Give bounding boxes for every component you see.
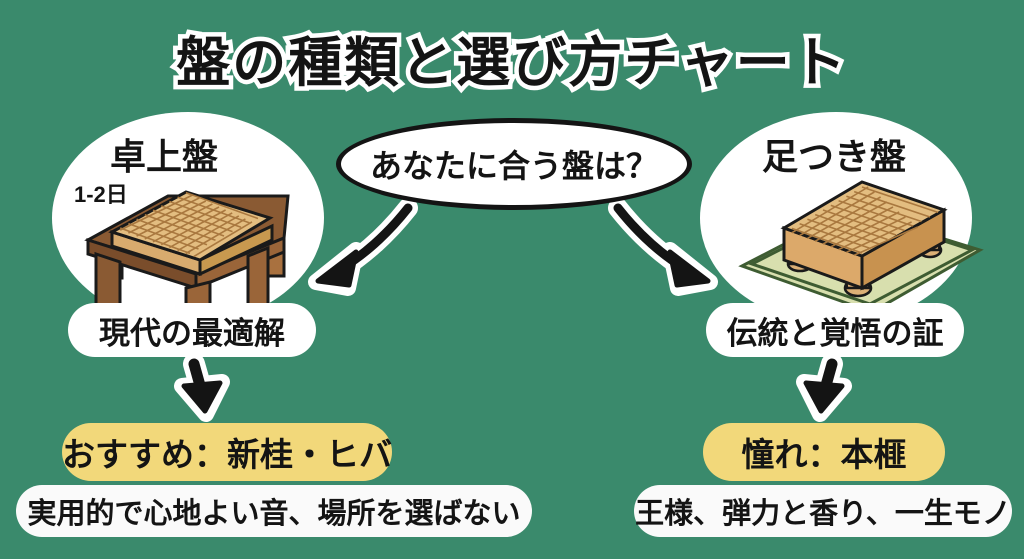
page-title: 盤の種類と選び方チャート [172,27,850,99]
right-caption-bar: 王様、弾力と香り、一生モノ [634,485,1012,537]
arrow-to-left-branch [308,198,418,296]
left-verdict-pill: 現代の最適解 [68,303,316,357]
arrow-to-right-branch [608,198,718,296]
right-verdict-text: 伝統と覚悟の証 [726,315,944,352]
arrow-left-verdict-to-recommendation [174,353,230,422]
right-verdict-pill: 伝統と覚悟の証 [706,303,964,357]
left-recommendation-text: おすすめ：新桂・ヒバ [62,435,392,474]
right-caption-text: 王様、弾力と香り、一生モノ [635,496,1011,530]
right-branch-heading: 足つき盤 [762,137,907,178]
left-branch-note: 1-2日 [74,182,128,207]
left-branch-heading: 卓上盤 [110,137,219,178]
right-recommendation-pill: 憧れ：本榧 [703,423,945,481]
root-question-bubble: あなたに合う盤は？ [336,118,692,210]
left-caption-text: 実用的で心地よい音、場所を選ばない [27,496,521,530]
left-verdict-text: 現代の最適解 [99,315,285,352]
root-question-text: あなたに合う盤は？ [369,147,658,185]
left-recommendation-pill: おすすめ：新桂・ヒバ [62,423,392,481]
right-recommendation-text: 憧れ：本榧 [741,435,907,474]
arrow-right-verdict-to-recommendation [796,353,852,422]
left-caption-bar: 実用的で心地よい音、場所を選ばない [16,485,532,537]
